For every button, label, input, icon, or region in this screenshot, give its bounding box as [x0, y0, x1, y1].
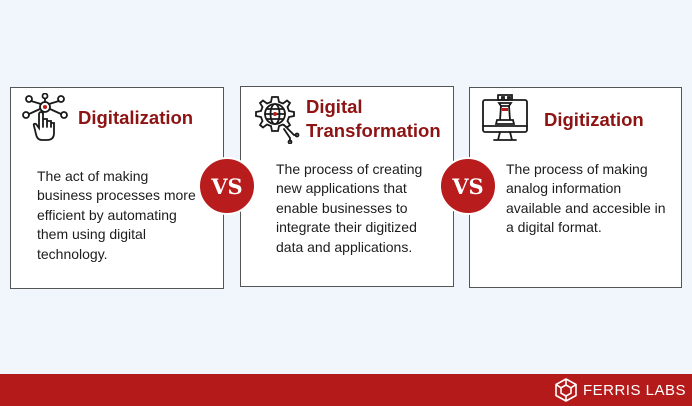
card-digitization-header: Digitization [480, 91, 680, 149]
card-digital-transformation-title: Digital Transformation [306, 96, 441, 141]
card-digitalization-description: The act of making business processes mor… [37, 168, 196, 262]
card-digitalization [10, 87, 224, 289]
vs-badge-1: VS [198, 157, 256, 215]
footer-brand-name: FERRIS LABS [582, 381, 686, 399]
card-digitization-description: The process of making analog information… [506, 161, 666, 236]
footer-brand: FERRIS LABS [553, 374, 686, 406]
card-digitalization-header: Digitalization [20, 93, 220, 143]
card-digitalization-title: Digitalization [78, 107, 194, 128]
ferris-labs-logo-icon [555, 378, 577, 402]
monitor-chess-rook-icon [482, 94, 528, 141]
hand-circuit-icon [22, 93, 68, 141]
card-digital-transformation-header: Digital Transformation [250, 94, 450, 144]
card-digital-transformation-description: The process of creating new applications… [276, 161, 423, 255]
gear-globe-icon [255, 96, 300, 144]
card-digitization-title: Digitization [544, 109, 644, 130]
vs-badge-2: VS [439, 157, 497, 215]
